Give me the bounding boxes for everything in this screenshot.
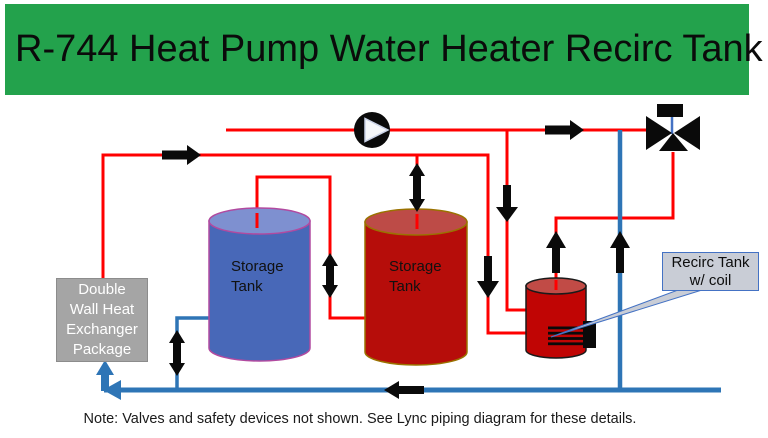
pipe-supply-to-recirc-tank [505,130,526,312]
three-way-mixing-valve-icon [646,104,700,151]
pipe-blue-tank-to-red-tank [255,175,367,320]
flow-arrow-right-icon [545,120,584,140]
recirc-tank-callout: Recirc Tank w/ coil [662,252,759,291]
pipe-valve-to-recirc-tank [554,152,675,282]
footnote: Note: Valves and safety devices not show… [83,411,637,427]
storage-tank-blue [208,207,311,362]
flow-arrow-double-icon [409,163,425,212]
flow-arrow-double-icon [169,330,185,376]
heat-exchanger-package-box: Double Wall Heat Exchanger Package [56,278,148,362]
page-title: R-744 Heat Pump Water Heater Recirc Tank [15,28,763,70]
flow-arrow-up-icon [610,231,630,273]
storage-tank-red [364,208,468,366]
circulator-pump-icon [354,112,390,148]
title-banner: R-744 Heat Pump Water Heater Recirc Tank [5,4,763,95]
red-tank-body [364,221,468,366]
pipe-blue-tank-drain [175,316,209,390]
valve-bottom-port [659,133,688,151]
valve-actuator [657,104,683,117]
recirc-callout-label: Recirc Tank w/ coil [671,253,750,289]
flow-arrow-down-icon [477,256,499,298]
blue-tank-body [208,220,311,362]
valve-right-port [674,116,700,150]
flow-arrow-down-icon [496,185,518,222]
flow-arrow-left-icon [384,381,424,399]
recirc-tank [525,277,596,359]
recirc-tank-body [525,285,587,359]
blue-storage-tank-label: Storage Tank [231,258,284,295]
cold-main-arrows [96,360,121,400]
flow-arrows [162,120,630,399]
flow-arrow-up-icon [96,360,114,391]
valve-left-port [646,116,672,150]
flow-arrow-double-icon [322,253,338,298]
coil-icon [548,321,596,348]
pipe-hx-to-recirc-tank [101,153,526,335]
flow-arrow-left-icon [103,380,121,400]
flow-arrow-up-icon [546,231,566,273]
flow-arrow-right-icon [162,145,201,165]
heat-exchanger-label: Double Wall Heat Exchanger Package [66,281,138,358]
blue-tank-top [208,207,311,235]
red-storage-tank-label: Storage Tank [389,258,442,295]
